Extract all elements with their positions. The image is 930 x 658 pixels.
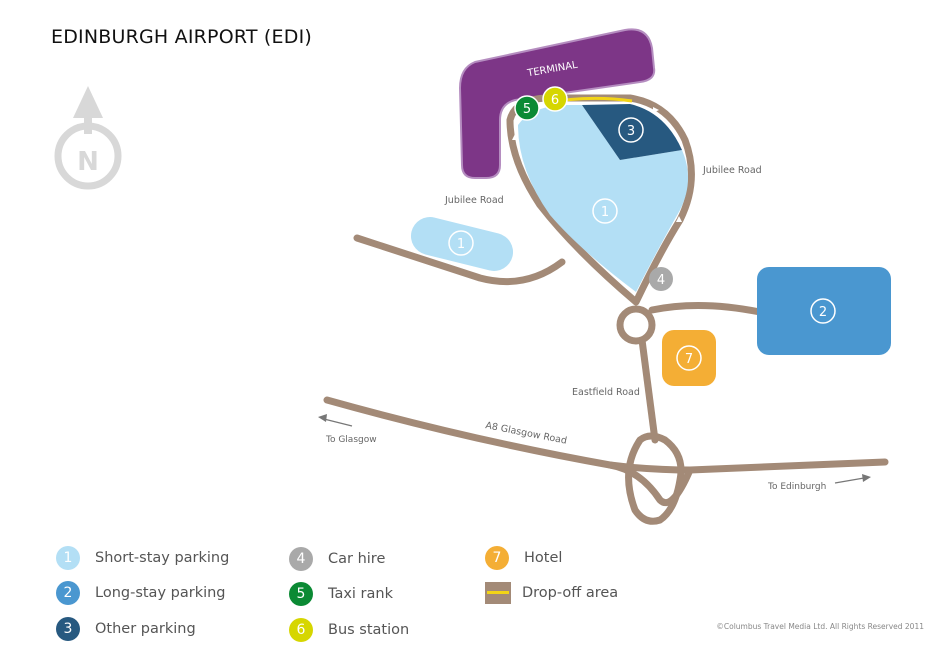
legend-item-hotel: 7 Hotel [485,546,562,570]
legend-item-bus-station: 6 Bus station [289,618,409,642]
legend-badge: 3 [56,617,80,641]
bus-station-marker [542,86,568,112]
other-parking-area [582,104,682,160]
legend-badge: 4 [289,547,313,571]
marker-3: 3 [627,124,635,139]
copyright-notice: ©Columbus Travel Media Ltd. All Rights R… [716,622,924,631]
legend-label: Short-stay parking [95,550,230,566]
legend-item-car-hire: 4 Car hire [289,547,385,571]
legend-label: Other parking [95,621,196,637]
long-stay-parking-area [757,267,891,355]
direction-arrow-icons [512,107,682,238]
short-stay-parking-lot-outer [410,217,514,271]
legend-label: Bus station [328,622,410,638]
legend-item-long-stay: 2 Long-stay parking [56,581,226,605]
map-title: EDINBURGH AIRPORT (EDI) [51,26,312,48]
marker-6: 6 [551,93,559,108]
legend-badge: 7 [485,546,509,570]
legend-label: Taxi rank [328,586,393,602]
north-compass-icon: N [54,86,122,190]
marker-1-inner: 1 [601,205,609,220]
compass-letter: N [77,147,99,177]
marker-5: 5 [523,102,531,117]
car-hire-marker [649,267,673,291]
legend-badge: 6 [289,618,313,642]
legend-item-drop-off: Drop-off area [485,581,618,605]
legend-badge: 5 [289,582,313,606]
legend-item-other-parking: 3 Other parking [56,617,196,641]
taxi-rank-marker [514,95,540,121]
legend-label: Car hire [328,551,386,567]
terminal-building [458,28,656,179]
marker-4: 4 [657,273,665,288]
marker-7: 7 [685,352,693,367]
marker-2: 2 [819,305,827,320]
jubilee-road-west-label: Jubilee Road [444,195,504,206]
legend-badge: 2 [56,581,80,605]
roundabout [616,305,656,345]
drop-off-swatch-icon [485,582,511,604]
legend-item-taxi-rank: 5 Taxi rank [289,582,393,606]
to-glasgow-label: To Glasgow [325,435,377,445]
eastfield-road-label: Eastfield Road [572,387,640,398]
hotel-area [662,330,716,386]
to-edinburgh-label: To Edinburgh [767,482,826,492]
legend-badge: 1 [56,546,80,570]
to-edinburgh-arrow-icon [834,474,871,484]
legend-item-short-stay: 1 Short-stay parking [56,546,229,570]
marker-1-outer: 1 [457,237,465,252]
legend-label: Drop-off area [522,585,619,601]
jubilee-road-east-label: Jubilee Road [702,165,762,176]
legend-label: Long-stay parking [95,585,226,601]
to-glasgow-arrow-icon [318,414,353,427]
legend-label: Hotel [524,550,563,566]
